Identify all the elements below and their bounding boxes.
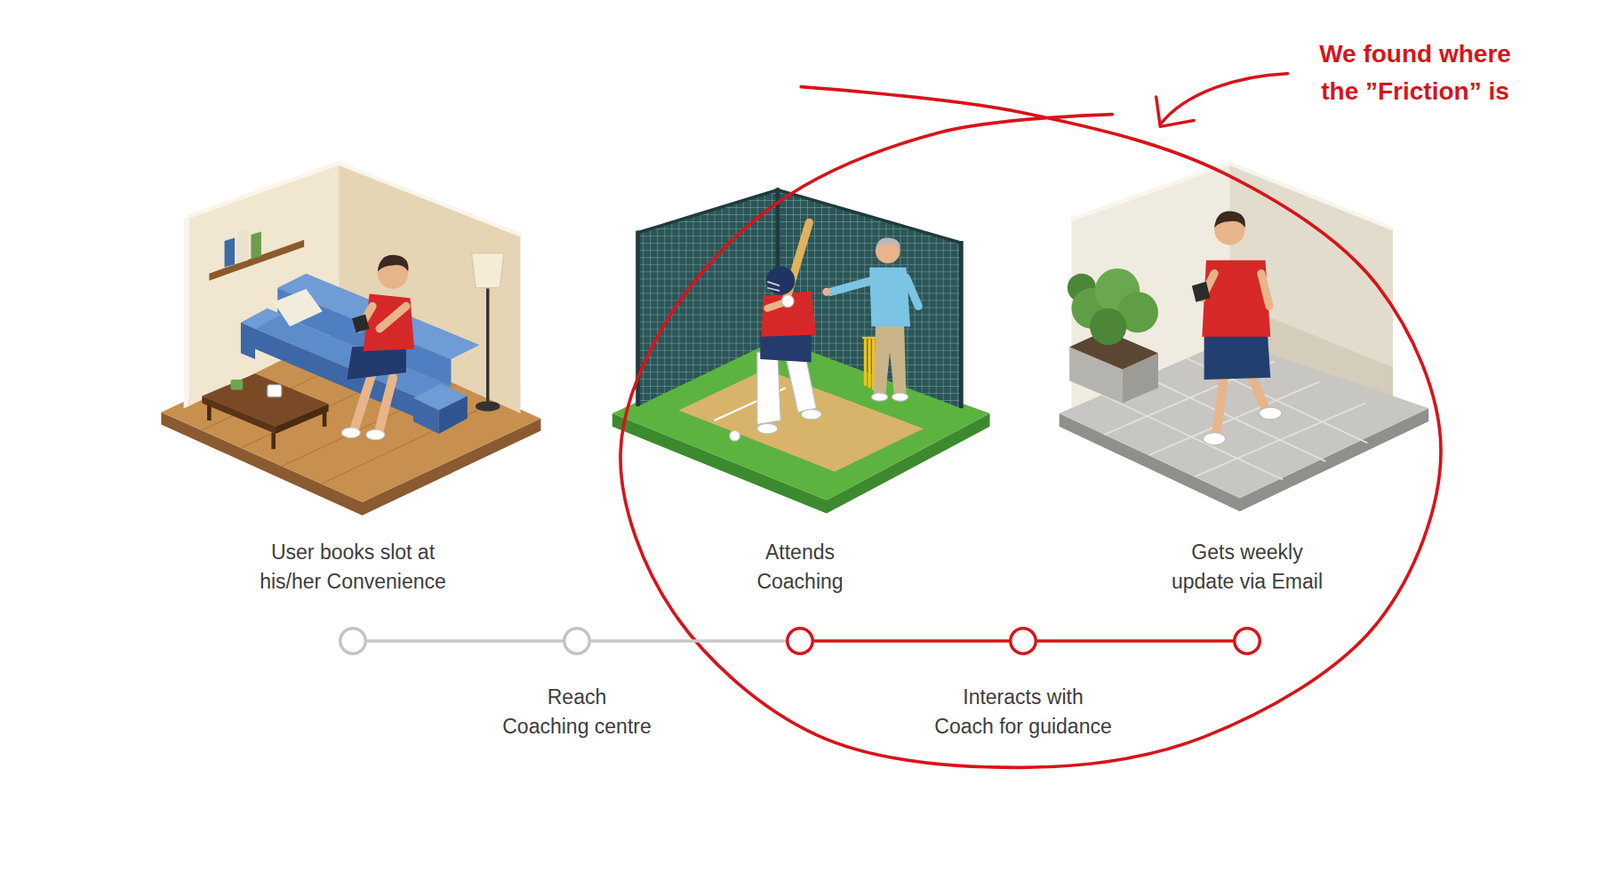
stumps: [864, 338, 867, 386]
walking-person: [1216, 372, 1224, 434]
timeline-stop: Interacts with Coach for guidance: [1008, 626, 1038, 656]
step-label: Attends Coaching: [755, 537, 844, 597]
book: [224, 237, 235, 267]
net-frame: [959, 240, 964, 408]
timeline-connector: [1037, 639, 1233, 643]
planter: [1067, 268, 1159, 404]
coach: [873, 324, 907, 393]
timeline-stop: Attends Coaching: [785, 626, 815, 656]
wall-end: [184, 216, 190, 408]
seated-person: [342, 427, 361, 438]
book: [237, 229, 248, 264]
book: [250, 232, 261, 260]
sofa: [240, 322, 256, 360]
timeline-connector: [591, 639, 786, 643]
batsman: [757, 423, 778, 433]
step-label: User books slot at his/her Convenience: [258, 537, 448, 597]
walking-person: [1204, 331, 1272, 380]
coffee-table: [271, 432, 276, 449]
batsman: [800, 408, 822, 419]
coach: [891, 392, 908, 401]
coach: [905, 277, 919, 306]
walking-person: [1192, 281, 1211, 303]
planter: [1089, 308, 1127, 345]
annotation-arrow: [1160, 73, 1288, 125]
floor-lamp: [471, 253, 504, 288]
walking-person: [1202, 432, 1225, 446]
timeline-stop: Reach Coaching centre: [562, 626, 592, 656]
floor-tiles: [1144, 376, 1326, 462]
walking-person: [1261, 273, 1270, 307]
seated-person: [379, 305, 407, 328]
coffee-table: [275, 404, 329, 434]
mug: [230, 379, 243, 390]
seated-person: [366, 429, 385, 440]
friction-loop: [620, 87, 1441, 768]
cricket-net-illustration: [612, 187, 991, 513]
walking-person: [1259, 407, 1282, 420]
coach: [822, 237, 919, 401]
walking-person: [1192, 210, 1282, 445]
batsman: [766, 266, 795, 296]
friction-annotation: [620, 73, 1441, 768]
stumps: [867, 338, 871, 388]
batsman: [760, 290, 816, 337]
mug: [267, 384, 282, 398]
coffee-table: [201, 395, 276, 433]
seated-person: [377, 255, 409, 272]
coach: [875, 237, 901, 249]
sofa: [413, 398, 440, 434]
step-label: Reach Coaching centre: [501, 682, 652, 742]
step-label: Gets weekly update via Email: [1170, 537, 1324, 597]
seated-person: [379, 377, 393, 429]
timeline-stop: User books slot at his/her Convenience: [338, 626, 368, 656]
floor-lamp: [475, 400, 501, 411]
coffee-table: [201, 373, 328, 449]
timeline-connector: [367, 639, 563, 643]
batsman: [767, 281, 780, 291]
seated-person: [342, 255, 416, 440]
seated-person: [352, 314, 370, 334]
batsman: [781, 295, 794, 308]
timeline-stop: Gets weekly update via Email: [1232, 626, 1262, 656]
step-label: Interacts with Coach for guidance: [933, 682, 1112, 742]
patio-illustration: [1059, 163, 1430, 512]
batsman: [757, 222, 822, 434]
stumps: [862, 336, 877, 339]
illustration: [160, 73, 1441, 768]
floor-tiles: [1102, 394, 1283, 480]
coach: [871, 392, 888, 401]
wall-cap: [1071, 163, 1393, 229]
batsman: [785, 357, 816, 413]
coach: [830, 280, 872, 293]
wall-cap: [188, 163, 520, 235]
living-room-illustration: [160, 163, 541, 516]
coach: [822, 288, 831, 296]
timeline-connector: [814, 639, 1009, 643]
arrow-head: [1156, 96, 1194, 127]
annotation-note: We found where the ”Friction” is: [1299, 35, 1531, 111]
floor-lamp: [486, 273, 489, 404]
pillow: [273, 288, 323, 327]
batsman: [757, 352, 781, 425]
floor-lamp: [471, 253, 504, 412]
walking-person: [1201, 260, 1271, 337]
seated-person: [355, 372, 374, 427]
walking-person: [1214, 210, 1246, 228]
sofa: [439, 395, 468, 433]
net-frame: [638, 190, 962, 244]
ball: [729, 430, 740, 440]
